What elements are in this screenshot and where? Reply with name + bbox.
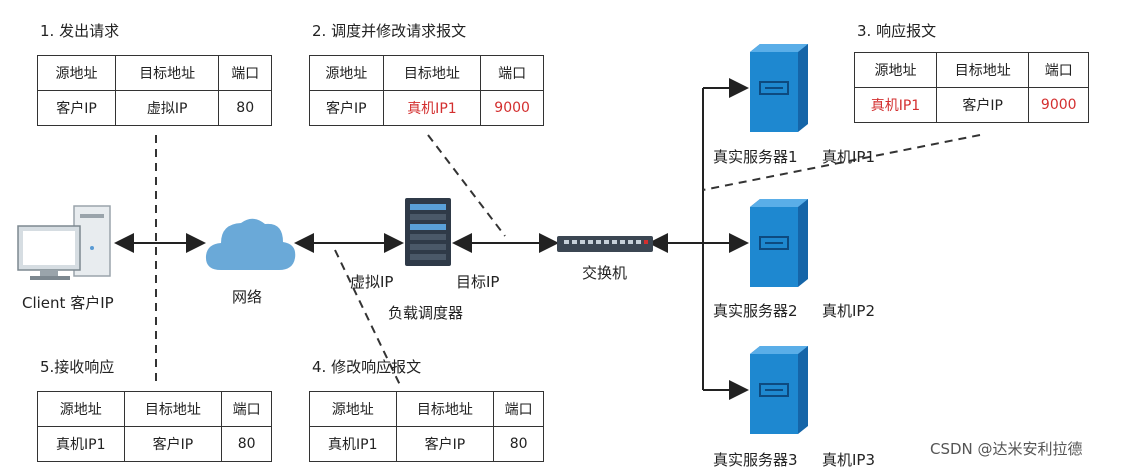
- header-dest: 目标地址: [395, 391, 495, 427]
- network-label: 网络: [232, 288, 263, 306]
- server2-ip-label: 真机IP2: [822, 302, 876, 320]
- switch-label: 交换机: [582, 264, 628, 282]
- load-balancer-icon: [405, 198, 451, 266]
- step5-title: 5.接收响应: [40, 358, 115, 376]
- client-label: Client 客户IP: [22, 294, 114, 312]
- switch-icon: [557, 236, 653, 252]
- cell-source: 真机IP1: [37, 426, 125, 462]
- callout-step3: [702, 134, 981, 191]
- header-source: 源地址: [309, 391, 397, 427]
- step2-title: 2. 调度并修改请求报文: [312, 22, 467, 40]
- step3-title: 3. 响应报文: [857, 22, 937, 40]
- cell-port: 9000: [1028, 87, 1089, 123]
- header-port: 端口: [493, 391, 544, 427]
- server1-ip-label: 真机IP1: [822, 148, 876, 166]
- cell-dest: 客户IP: [395, 426, 495, 462]
- cell-dest: 虚拟IP: [114, 90, 220, 126]
- callout-step2: [427, 134, 506, 237]
- server3-label: 真实服务器3: [713, 451, 798, 469]
- header-port: 端口: [1028, 52, 1089, 88]
- cell-port: 80: [493, 426, 544, 462]
- cell-port: 80: [221, 426, 272, 462]
- cell-source: 真机IP1: [309, 426, 397, 462]
- server1-icon: [750, 44, 808, 132]
- step1-title: 1. 发出请求: [40, 22, 120, 40]
- header-port: 端口: [218, 55, 272, 91]
- header-source: 源地址: [309, 55, 384, 91]
- load-balancer-label: 负载调度器: [388, 304, 464, 322]
- header-dest: 目标地址: [382, 55, 482, 91]
- cell-source: 真机IP1: [854, 87, 937, 123]
- header-source: 源地址: [37, 55, 116, 91]
- server3-ip-label: 真机IP3: [822, 451, 876, 469]
- cell-port: 80: [218, 90, 272, 126]
- target-ip-label: 目标IP: [456, 273, 500, 291]
- server3-icon: [750, 346, 808, 434]
- step4-title: 4. 修改响应报文: [312, 358, 422, 376]
- header-source: 源地址: [37, 391, 125, 427]
- header-port: 端口: [480, 55, 544, 91]
- cell-port: 9000: [480, 90, 544, 126]
- header-source: 源地址: [854, 52, 937, 88]
- cell-dest: 客户IP: [935, 87, 1030, 123]
- network-cloud-icon: [205, 218, 296, 270]
- header-dest: 目标地址: [935, 52, 1030, 88]
- cell-dest: 客户IP: [123, 426, 223, 462]
- watermark: CSDN @达米安利拉德: [930, 440, 1083, 458]
- cell-dest: 真机IP1: [382, 90, 482, 126]
- server1-label: 真实服务器1: [713, 148, 798, 166]
- client-computer-icon: [17, 205, 111, 280]
- cell-source: 客户IP: [309, 90, 384, 126]
- callout-step4: [334, 249, 401, 386]
- cell-source: 客户IP: [37, 90, 116, 126]
- server2-icon: [750, 199, 808, 287]
- header-dest: 目标地址: [123, 391, 223, 427]
- header-dest: 目标地址: [114, 55, 220, 91]
- virtual-ip-label: 虚拟IP: [350, 273, 394, 291]
- server2-label: 真实服务器2: [713, 302, 798, 320]
- header-port: 端口: [221, 391, 272, 427]
